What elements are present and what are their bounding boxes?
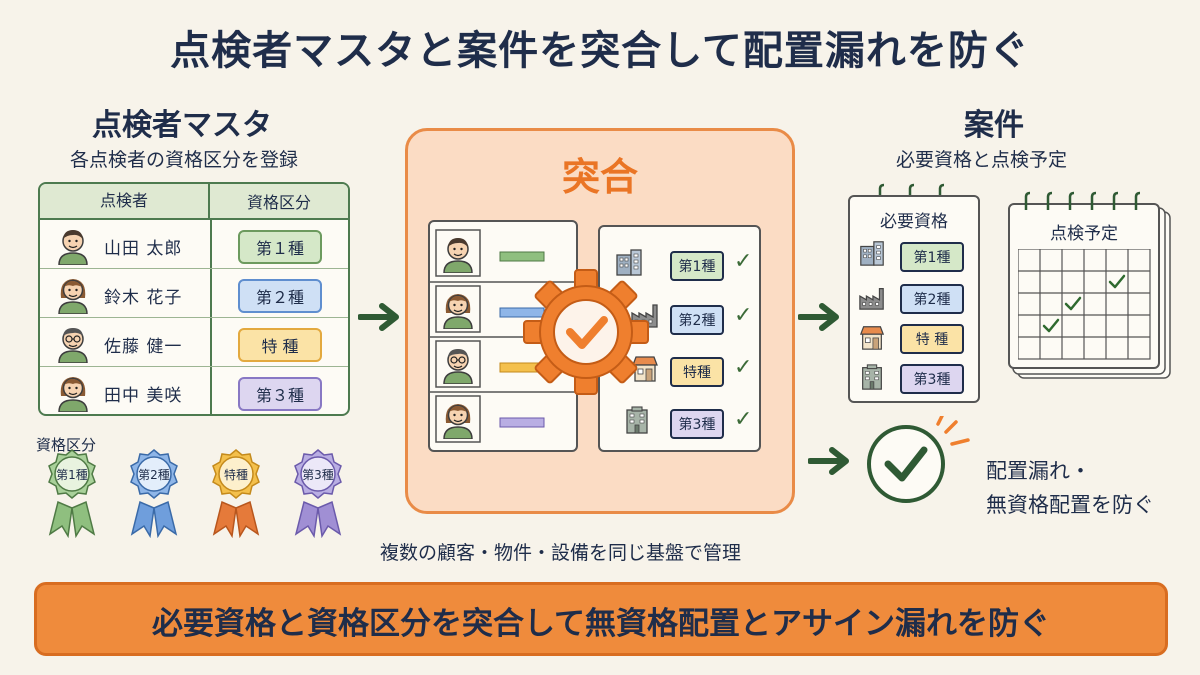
medal-icon: 第2種: [130, 449, 178, 538]
office-icon: [858, 363, 886, 391]
header-inspector: 点検者: [40, 184, 210, 219]
required-class-badge: 第2種: [900, 284, 964, 314]
schedule-title: 点検予定: [1050, 224, 1118, 244]
required-class-badge: 第3種: [900, 364, 964, 394]
person-icon: [54, 274, 92, 314]
matched-class-badge: 第3種: [670, 409, 724, 439]
class-badge: 第１種: [238, 230, 322, 264]
check-icon: ✓: [734, 355, 753, 380]
inspector-master-title: 点検者マスタ: [92, 108, 272, 143]
case-subtitle: 必要資格と点検予定: [896, 149, 1068, 171]
required-title: 必要資格: [880, 212, 948, 232]
arrow-right-icon: [358, 303, 399, 331]
table-row: 田中 美咲 第３種: [40, 367, 348, 414]
success-check-icon: [867, 416, 970, 503]
medal-label: 特種: [224, 467, 248, 482]
inspector-master-subtitle: 各点検者の資格区分を登録: [70, 149, 299, 171]
table-row: 山田 太郎 第１種: [40, 220, 348, 269]
calendar-rings-icon: [1024, 191, 1141, 210]
person-icon: [439, 344, 477, 384]
binder-rings-icon: [878, 183, 945, 199]
arrow-right-icon: [798, 303, 839, 331]
medal-label: 第3種: [302, 468, 334, 482]
result-text: 配置漏れ・ 無資格配置を防ぐ: [986, 454, 1154, 522]
calendar-grid: [1018, 249, 1151, 360]
inspector-name: 鈴木 花子: [104, 288, 183, 308]
table-row: 佐藤 健一 特 種: [40, 318, 348, 367]
check-icon: ✓: [734, 249, 753, 274]
medal-icon: 第1種: [48, 449, 96, 538]
matched-class-badge: 第1種: [670, 251, 724, 281]
factory-icon: [858, 283, 886, 311]
classes-label: 資格区分: [36, 436, 97, 454]
class-badge: 第３種: [238, 377, 322, 411]
person-icon: [439, 233, 477, 273]
check-icon: ✓: [734, 303, 753, 328]
person-icon: [54, 225, 92, 265]
medal-icon: 特種: [212, 449, 260, 538]
case-title: 案件: [964, 108, 1024, 143]
page-title: 点検者マスタと案件を突合して配置漏れを防ぐ: [170, 28, 1030, 74]
inspection-schedule-calendar: 点検予定: [1008, 203, 1160, 369]
matched-class-badge: 第2種: [670, 305, 724, 335]
summary-text: 必要資格と資格区分を突合して無資格配置とアサイン漏れを防ぐ: [151, 606, 1051, 642]
table-row: 鈴木 花子 第２種: [40, 269, 348, 318]
result-line-2: 無資格配置を防ぐ: [986, 493, 1154, 517]
class-badge: 特 種: [238, 328, 322, 362]
medal-icon: 第3種: [294, 449, 342, 538]
check-icon: ✓: [734, 407, 753, 432]
office-icon: [622, 405, 652, 435]
inspector-table: 点検者 資格区分 山田 太郎 第１種 鈴木 花子 第２種 佐藤 健一 特 種 田…: [38, 182, 350, 416]
required-class-badge: 第1種: [900, 242, 964, 272]
matched-class-badge: 特種: [670, 357, 724, 387]
match-title: 突合: [561, 155, 638, 199]
management-note: 複数の顧客・物件・設備を同じ基盤で管理: [380, 542, 742, 564]
person-icon: [54, 372, 92, 412]
shop-icon: [858, 323, 886, 351]
person-icon: [439, 289, 477, 329]
medal-label: 第1種: [56, 468, 88, 482]
table-header: 点検者 資格区分: [40, 184, 348, 220]
summary-banner: [34, 582, 1168, 656]
person-icon: [439, 399, 477, 439]
result-line-1: 配置漏れ・: [986, 459, 1091, 483]
building-icon: [858, 239, 886, 267]
inspector-list: [430, 229, 580, 443]
gear-check-icon: [523, 269, 649, 395]
header-class: 資格区分: [246, 193, 311, 212]
inspector-name: 田中 美咲: [104, 386, 183, 406]
medal-label: 第2種: [138, 468, 170, 482]
required-class-badge: 特 種: [900, 324, 964, 354]
required-qualification-sheet: 必要資格 第1種 第2種 特 種 第3種: [848, 195, 980, 403]
class-badge: 第２種: [238, 279, 322, 313]
person-icon: [54, 323, 92, 363]
inspector-name: 山田 太郎: [104, 239, 183, 259]
arrow-right-icon: [808, 447, 849, 475]
inspector-name: 佐藤 健一: [104, 337, 183, 357]
